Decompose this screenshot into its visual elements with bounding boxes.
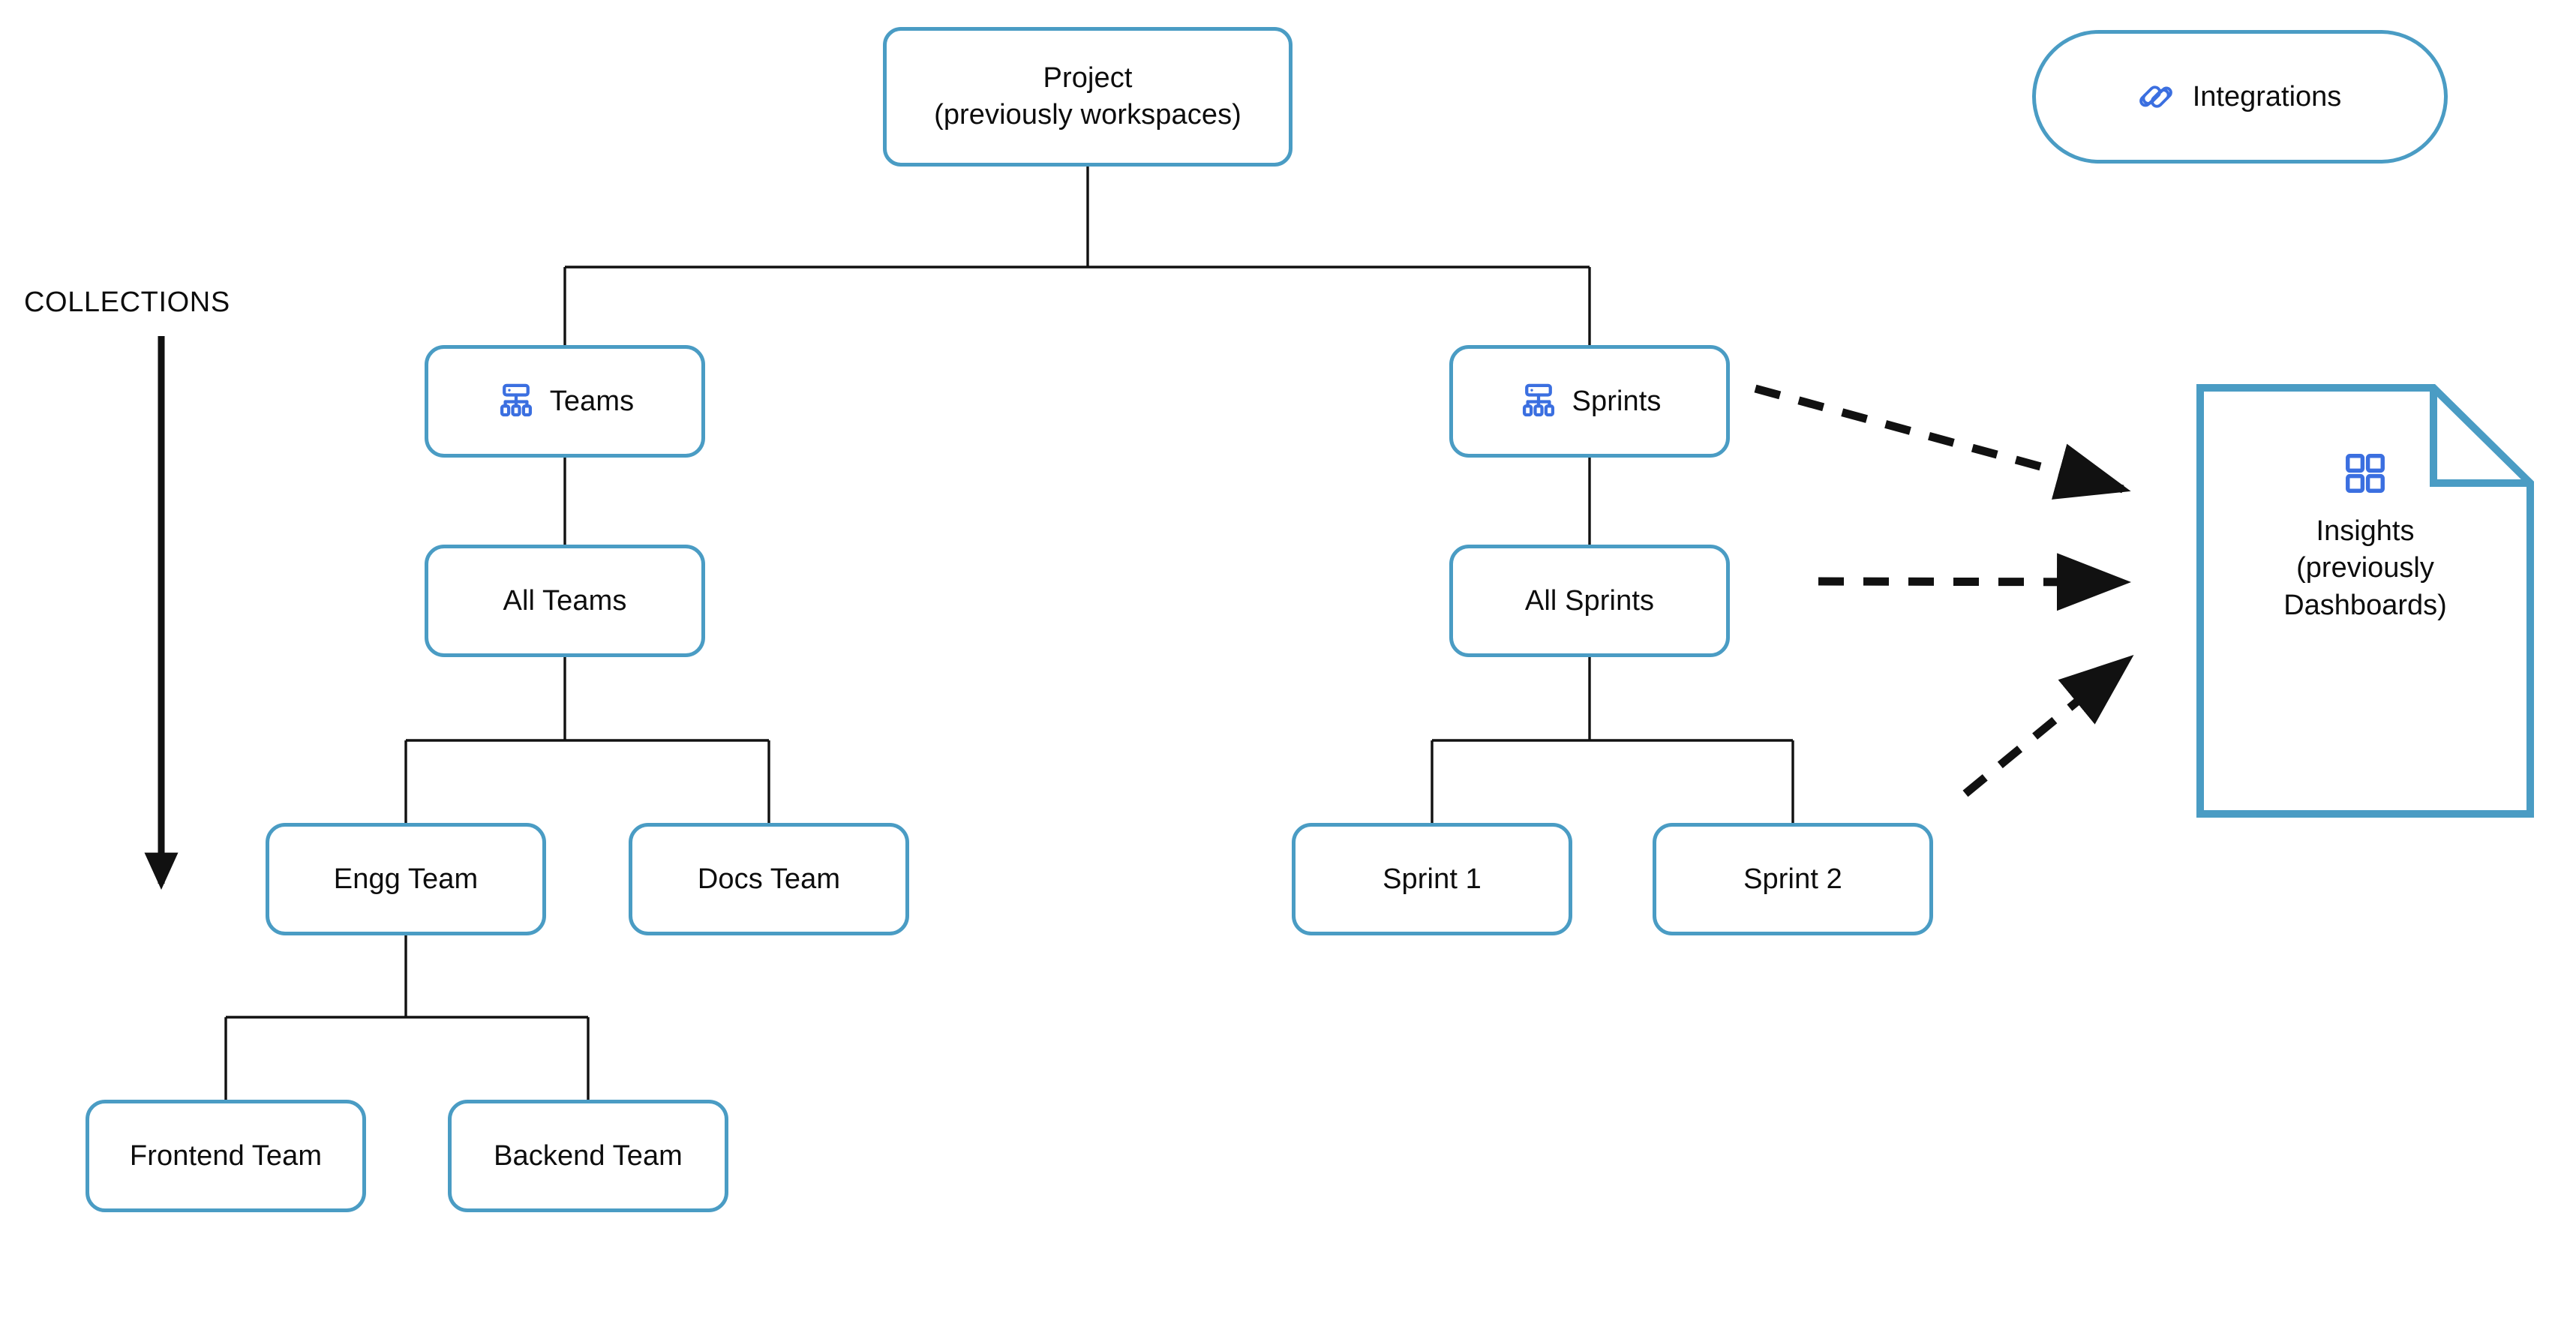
node-all-sprints[interactable]: All Sprints	[1449, 545, 1730, 657]
node-docs-team[interactable]: Docs Team	[629, 823, 909, 935]
node-frontend-team-label: Frontend Team	[129, 1139, 323, 1172]
node-integrations-label: Integrations	[2192, 80, 2342, 113]
node-insights[interactable]: Insights (previously Dashboards)	[2196, 384, 2534, 818]
node-teams-label: Teams	[549, 385, 635, 417]
hierarchy-icon	[1518, 381, 1559, 422]
node-sprints-label: Sprints	[1572, 385, 1662, 417]
node-docs-team-label: Docs Team	[697, 863, 841, 895]
insights-flow-arrows	[1754, 384, 2134, 797]
node-backend-team[interactable]: Backend Team	[448, 1100, 728, 1212]
node-engg-team[interactable]: Engg Team	[266, 823, 546, 935]
node-sprint-2-label: Sprint 2	[1743, 863, 1842, 895]
plug-icon	[2139, 80, 2173, 114]
hierarchy-icon	[496, 381, 536, 422]
node-integrations[interactable]: Integrations	[2032, 30, 2448, 164]
collections-label: COLLECTIONS	[24, 287, 230, 318]
document-shape	[2196, 384, 2534, 818]
node-sprints[interactable]: Sprints	[1449, 345, 1730, 458]
node-all-teams[interactable]: All Teams	[425, 545, 705, 657]
node-sprint-2[interactable]: Sprint 2	[1653, 823, 1933, 935]
node-frontend-team[interactable]: Frontend Team	[86, 1100, 366, 1212]
node-backend-team-label: Backend Team	[494, 1139, 683, 1172]
node-project[interactable]: Project (previously workspaces)	[883, 27, 1293, 167]
node-sprint-1[interactable]: Sprint 1	[1292, 823, 1572, 935]
node-teams[interactable]: Teams	[425, 345, 705, 458]
node-all-sprints-label: All Sprints	[1524, 584, 1655, 617]
node-engg-team-label: Engg Team	[333, 863, 479, 895]
node-all-teams-label: All Teams	[503, 584, 627, 617]
grid-dashboard-icon	[2342, 450, 2388, 497]
node-project-label: Project (previously workspaces)	[934, 62, 1241, 131]
node-insights-label: Insights (previously Dashboards)	[2283, 515, 2447, 621]
node-sprint-1-label: Sprint 1	[1383, 863, 1482, 895]
